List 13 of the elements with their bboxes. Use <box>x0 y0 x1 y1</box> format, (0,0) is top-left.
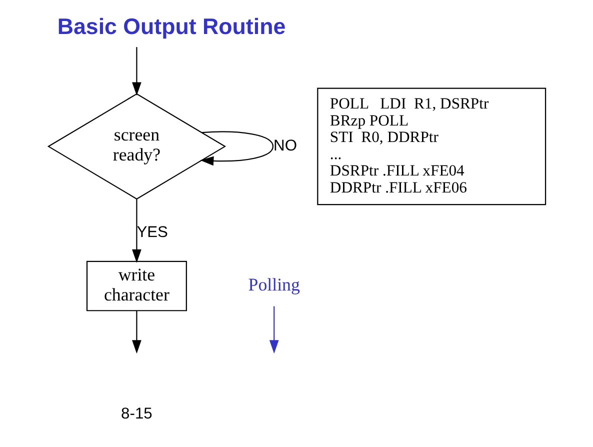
arrow <box>132 310 141 354</box>
arrow <box>200 131 274 166</box>
edge-label: NO <box>273 138 296 155</box>
diagram-title: Basic Output Routine <box>56 14 286 39</box>
arrow <box>132 47 141 96</box>
node-text: Polling <box>248 274 300 294</box>
arrow <box>132 199 141 263</box>
edge-label: YES <box>136 224 168 242</box>
node-box: POLL LDI R1, DSRPtr BRzp POLL STI R0, DDRPtr ... DSRPtr .FILL xFE04 DDRPtr .FILL xFE06 <box>316 88 546 206</box>
arrow <box>268 306 278 354</box>
node-diamond: screen ready? <box>46 93 226 200</box>
node-box: write character <box>86 260 186 312</box>
label: 8-15 <box>120 405 152 422</box>
